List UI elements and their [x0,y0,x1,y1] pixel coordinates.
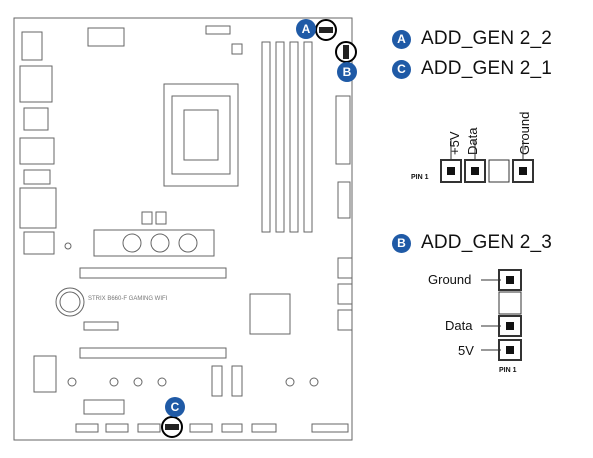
atx-power-connector [335,95,351,165]
front-panel [83,399,125,415]
pcie-slot-2 [79,347,227,359]
header-highlight-b [335,41,357,63]
dimm-slot-3 [289,41,299,233]
m2-lower-1 [211,365,223,397]
cmos-battery [55,287,85,317]
header-highlight-c [161,416,183,438]
callout-c-badge: C [165,397,185,417]
m2-fan-1 [122,233,142,253]
io-block-7 [23,231,55,255]
small-header-2 [83,321,119,331]
m2-lower-2 [231,365,243,397]
m2-heatsink [93,229,215,257]
svg-text:C: C [171,400,180,414]
small-cap-1 [141,211,153,225]
bottom-header-1 [75,423,99,433]
sata-2 [337,283,353,305]
io-block-4 [19,137,55,165]
bottom-header-3 [137,423,161,433]
cpu-socket-core [183,109,219,161]
legend-b-label: ADD_GEN 2_3 [421,232,553,253]
vert-pin-label-data: Data [445,318,473,333]
audio-codec [33,355,57,393]
legend-b: B ADD_GEN 2_3 [392,232,552,254]
vert-pin-label-5v: 5V [458,343,474,358]
io-block-3 [23,107,49,131]
svg-text:A: A [302,22,311,36]
legend-c: C ADD_GEN 2_1 [392,58,552,80]
small-header [231,43,243,55]
vertical-header-connector [481,269,522,361]
m2-fan-2 [150,233,170,253]
legend-a: A ADD_GEN 2_2 [392,28,552,50]
m2-fan-3 [178,233,198,253]
bottom-header-5 [221,423,243,433]
callout-a-badge: A [296,19,316,39]
pcie-slot-1 [79,267,227,279]
bottom-header-2 [105,423,129,433]
io-block-2 [19,65,53,103]
callout-b-badge: B [337,62,357,82]
legend-b-badge: B [392,233,411,253]
motherboard-diagram: A B C STRIX B660-F GAMING WIFI [13,17,357,441]
legend-c-badge: C [392,59,411,79]
dimm-slot-1 [261,41,271,233]
top-header-connector [440,140,534,183]
top-header-pin1: PIN 1 [411,174,429,181]
dimm-slot-4 [303,41,313,233]
board-outline [13,17,353,441]
legend-a-label: ADD_GEN 2_2 [421,28,553,49]
usb-header-right [337,181,351,219]
small-cap-2 [155,211,167,225]
io-block-6 [19,187,57,229]
header-highlight-a [315,19,337,41]
vert-header-pin1: PIN 1 [499,367,517,374]
sata-3 [337,309,353,331]
chipset [249,293,291,335]
bottom-header-6 [251,423,277,433]
legend-c-label: ADD_GEN 2_1 [421,58,553,79]
svg-text:B: B [343,65,352,79]
board-model-text: STRIX B660-F GAMING WIFI [88,296,168,302]
legend-a-badge: A [392,29,411,49]
dimm-slot-2 [275,41,285,233]
cpu-power-connector [87,27,125,47]
sata-1 [337,257,353,279]
bottom-header-7 [311,423,349,433]
vert-pin-label-ground: Ground [428,272,472,287]
cpu-socket-inner [171,95,231,175]
fan-header-top [205,25,231,35]
io-block-1 [21,31,43,61]
bottom-header-4 [189,423,213,433]
io-block-5 [23,169,51,185]
cpu-socket-frame [163,83,239,187]
